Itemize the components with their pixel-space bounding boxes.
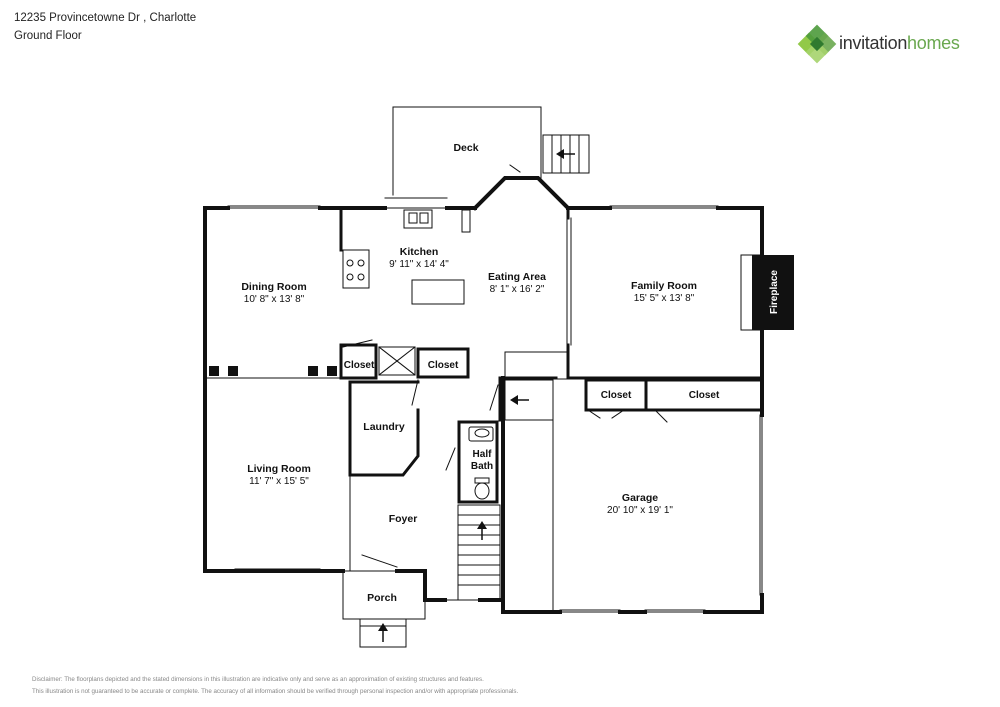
structural-posts: [209, 366, 337, 376]
garage-stair-arrow-icon: [510, 395, 529, 405]
porch-entry-arrow-icon: [378, 623, 388, 642]
floor-label: Ground Floor: [14, 30, 82, 42]
room-dims-kitchen: 9' 11" x 14' 4": [389, 259, 449, 270]
interior-walls: [339, 206, 764, 504]
fireplace-block: [752, 255, 794, 330]
room-dims-garage: 20' 10" x 19' 1": [607, 505, 673, 516]
room-label-closet-d: Closet: [689, 390, 720, 401]
logo-word-homes: homes: [907, 33, 960, 53]
room-label-porch: Porch: [367, 592, 397, 604]
disclaimer-line-2: This illustration is not guaranteed to b…: [32, 688, 519, 695]
room-label-laundry: Laundry: [363, 421, 405, 433]
room-label-garage: Garage: [622, 492, 658, 504]
room-label-foyer: Foyer: [389, 513, 418, 525]
invitation-homes-logo: invitationhomes: [797, 24, 982, 64]
room-label-family-room: Family Room: [631, 280, 697, 292]
room-label-closet-b: Closet: [428, 360, 459, 371]
room-label-dining-room: Dining Room: [241, 281, 306, 293]
room-label-kitchen: Kitchen: [400, 246, 439, 258]
room-label-half-bath-line1: Half: [473, 449, 493, 460]
property-address: 12235 Provincetowne Dr , Charlotte: [14, 12, 197, 24]
room-dims-eating-area: 8' 1" x 16' 2": [490, 284, 545, 295]
room-label-fireplace: Fireplace: [769, 270, 780, 314]
foyer-stair-arrow-icon: [477, 521, 487, 540]
room-label-eating-area: Eating Area: [488, 271, 546, 283]
deck-outline: [392, 106, 590, 196]
room-dims-living-room: 11' 7" x 15' 5": [249, 476, 309, 487]
room-dims-family-room: 15' 5" x 13' 8": [634, 293, 695, 304]
thin-lines: [204, 164, 763, 648]
logo-mark-icon: [797, 24, 837, 64]
room-label-deck: Deck: [453, 142, 478, 154]
room-label-living-room: Living Room: [247, 463, 311, 475]
logo-wordmark: invitationhomes: [839, 33, 960, 54]
exterior-walls: [203, 176, 764, 614]
disclaimer-line-1: Disclaimer: The floorplans depicted and …: [32, 676, 484, 683]
stair-arrows: [378, 149, 575, 642]
logo-word-invitation: invitation: [839, 33, 908, 53]
deck-stair-arrow-icon: [556, 149, 575, 159]
room-label-closet-c: Closet: [601, 390, 632, 401]
room-label-closet-a: Closet: [344, 360, 375, 371]
room-label-half-bath-line2: Bath: [471, 461, 493, 472]
room-dims-dining-room: 10' 8" x 13' 8": [244, 294, 305, 305]
